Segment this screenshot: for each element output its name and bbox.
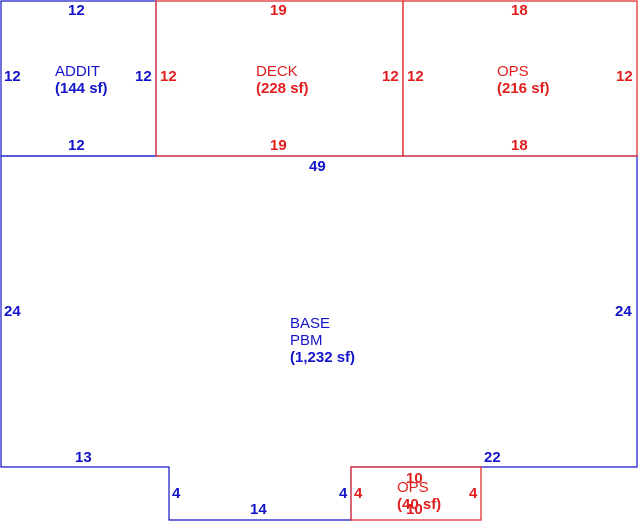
addit-dim-bottom: 12 <box>68 137 85 154</box>
ops-bottom-dim-right: 4 <box>469 485 478 502</box>
addit-dim-right: 12 <box>135 68 152 85</box>
addit-dim-left: 12 <box>4 68 21 85</box>
ops-bottom-dim-left: 4 <box>354 485 363 502</box>
deck-dim-left: 12 <box>160 68 177 85</box>
ops-bottom-dim-bottom: 10 <box>406 501 423 518</box>
base-area: (1,232 sf) <box>290 349 355 366</box>
base-dim-bottom-left: 13 <box>75 449 92 466</box>
base-dim-left: 24 <box>4 303 21 320</box>
notch-dim-left: 4 <box>172 485 181 502</box>
base-dim-bottom-right: 22 <box>484 449 501 466</box>
addit-name: ADDIT <box>55 63 100 80</box>
base-subname: PBM <box>290 332 323 349</box>
ops-bottom-area: (40 sf) <box>397 496 441 513</box>
ops-bottom-name: OPS <box>397 479 429 496</box>
ops-bottom-room-outline <box>350 466 482 521</box>
addit-area: (144 sf) <box>55 80 108 97</box>
notch-dim-bottom: 14 <box>250 501 267 518</box>
ops-top-dim-top: 18 <box>511 2 528 19</box>
deck-dim-top: 19 <box>270 2 287 19</box>
deck-area: (228 sf) <box>256 80 309 97</box>
ops-top-dim-right: 12 <box>616 68 633 85</box>
base-name: BASE <box>290 315 330 332</box>
deck-dim-right: 12 <box>382 68 399 85</box>
notch-dim-right: 4 <box>339 485 348 502</box>
ops-bottom-dim-top: 10 <box>406 470 423 487</box>
deck-dim-bottom: 19 <box>270 137 287 154</box>
ops-top-name: OPS <box>497 63 529 80</box>
addit-dim-top: 12 <box>68 2 85 19</box>
ops-top-room-outline <box>402 0 638 157</box>
ops-top-area: (216 sf) <box>497 80 550 97</box>
ops-top-dim-bottom: 18 <box>511 137 528 154</box>
ops-top-dim-left: 12 <box>407 68 424 85</box>
base-dim-top: 49 <box>309 158 326 175</box>
base-dim-right: 24 <box>615 303 632 320</box>
deck-name: DECK <box>256 63 298 80</box>
